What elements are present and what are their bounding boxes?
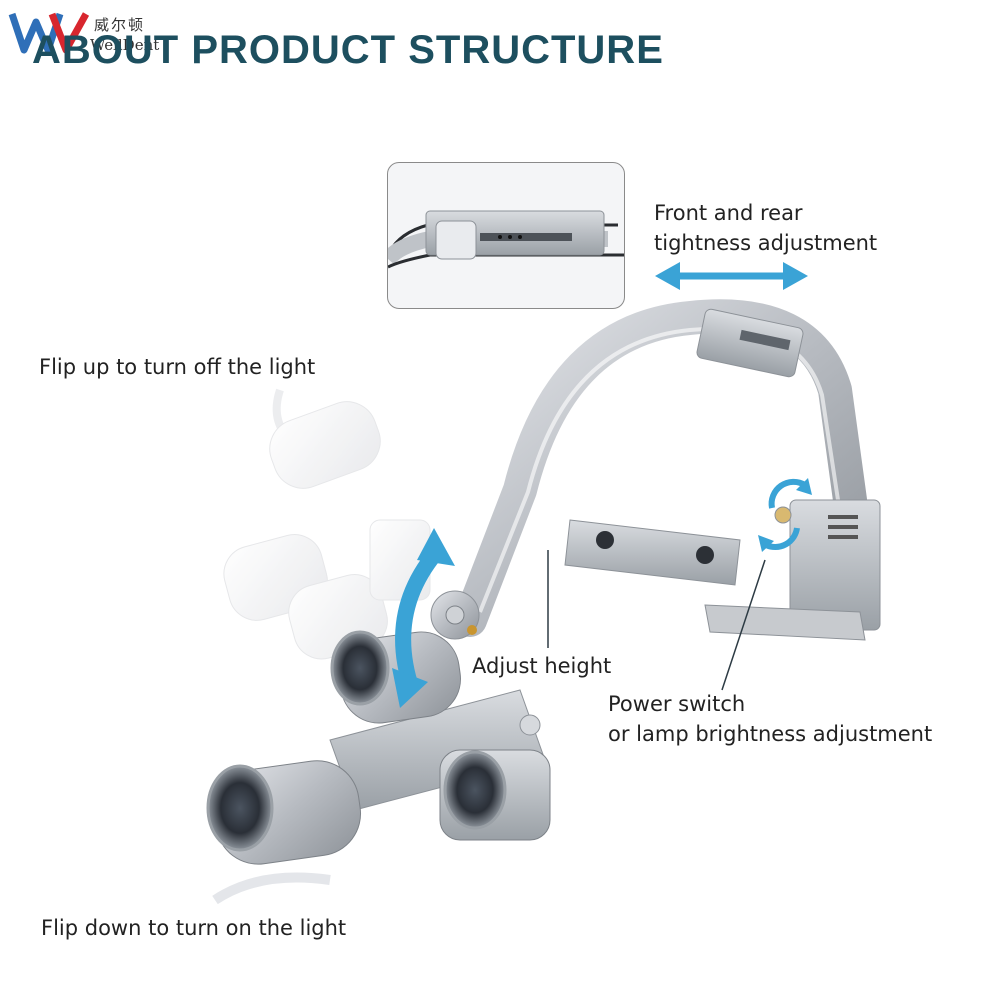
flip-up-label: Flip up to turn off the light	[39, 355, 316, 379]
front-rear-label: Front and rear tightness adjustment	[654, 198, 877, 258]
tightness-closeup-inset	[387, 162, 625, 309]
power-switch-label: Power switch or lamp brightness adjustme…	[608, 689, 932, 749]
double-arrow-horizontal-icon	[655, 262, 808, 290]
ghost-loupes	[223, 388, 431, 660]
front-rear-label-line1: Front and rear	[654, 201, 803, 225]
brand-name-en: WellDent	[90, 36, 160, 54]
power-switch-label-line2: or lamp brightness adjustment	[608, 722, 933, 746]
tightness-closeup-image	[388, 210, 624, 269]
power-switch-label-line1: Power switch	[608, 692, 746, 716]
brand-logo: 威尔顿 WellDent	[8, 6, 178, 56]
page-title: ABOUT PRODUCT STRUCTURE	[32, 28, 664, 72]
rotate-arrows-icon	[758, 478, 812, 552]
front-rear-label-line2: tightness adjustment	[654, 231, 878, 255]
power-switch-leader	[721, 559, 766, 691]
adjust-height-label: Adjust height	[472, 654, 612, 678]
brand-name-cn: 威尔顿	[94, 16, 146, 34]
curved-double-arrow-icon	[392, 528, 455, 708]
brand-logo-mark	[8, 12, 90, 54]
head-pad	[564, 519, 741, 586]
flip-down-label: Flip down to turn on the light	[41, 916, 347, 940]
headband	[453, 299, 867, 637]
hinge-knob	[430, 590, 480, 640]
battery-box	[704, 499, 881, 641]
